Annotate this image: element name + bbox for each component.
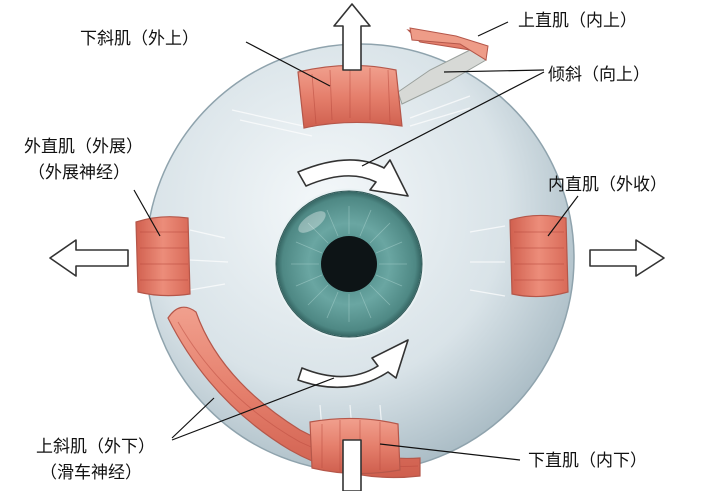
arrow-rotate-bottom [297,339,409,389]
label-tilt: 倾斜（向上） [548,65,650,85]
label-inferior-oblique: 下斜肌（外上） [80,29,199,49]
cornea-highlight [298,211,326,233]
label-lateral-rectus-nerve: （外展神经） [28,163,130,183]
leader-lines [133,21,579,461]
label-superior-rectus: 上直肌（内上） [518,11,637,31]
label-inferior-rectus: 下直肌（内下） [528,451,647,471]
arrow-right [589,239,665,277]
left-muscle [135,216,191,297]
label-medial-rectus: 内直肌（外收） [548,175,667,195]
label-superior-oblique-nerve: （滑车神经） [40,463,142,483]
arrow-left [49,239,129,277]
superior-rectus-tendon [397,27,489,105]
label-lateral-rectus: 外直肌（外展） [24,137,143,157]
arrow-up [333,3,371,71]
top-muscle [297,64,403,129]
arrow-down [342,439,362,491]
right-muscle [509,214,569,298]
label-superior-oblique: 上斜肌（外下） [36,437,155,457]
arrow-rotate-top [297,159,409,197]
pupil [321,236,377,292]
